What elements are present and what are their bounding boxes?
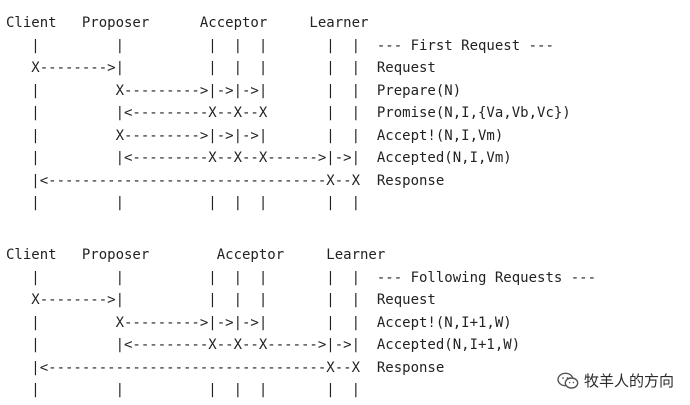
first-request-line-1: Client Proposer Acceptor Learner	[6, 15, 369, 31]
watermark-text: 牧羊人的方向	[583, 372, 674, 390]
following-requests-line-1: Client Proposer Acceptor Learner	[6, 247, 386, 263]
first-request-line-2: | | | | | | | --- First Request ---	[6, 37, 554, 54]
first-request-line-9: | | | | | | |	[6, 195, 361, 211]
first-request-line-6: | X--------->|->|->| | | Accept!(N,I,Vm)	[6, 127, 504, 144]
following-requests-line-7: | | | | | | |	[6, 382, 361, 398]
following-requests-line-5: | |<---------X--X--X------>|->| Accepted…	[6, 337, 521, 353]
first-request-line-5: | |<---------X--X--X | | Promise(N,I,{Va…	[6, 105, 571, 121]
following-requests-line-4: | X--------->|->|->| | | Accept!(N,I+1,W…	[6, 314, 512, 331]
first-request-line-8: |<---------------------------------X--X …	[6, 172, 445, 189]
first-request-line-7: | |<---------X--X--X------>|->| Accepted…	[6, 150, 512, 166]
first-request-line-3: X-------->| | | | | | Request	[6, 60, 436, 76]
following-requests-line-3: X-------->| | | | | | Request	[6, 292, 436, 308]
wechat-icon	[557, 372, 579, 389]
first-request-diagram: Client Proposer Acceptor Learner | | | |…	[6, 12, 571, 215]
following-requests-diagram: Client Proposer Acceptor Learner | | | |…	[6, 244, 596, 402]
watermark: 牧羊人的方向	[557, 370, 674, 391]
following-requests-line-2: | | | | | | | --- Following Requests ---	[6, 269, 597, 286]
first-request-line-4: | X--------->|->|->| | | Prepare(N)	[6, 82, 462, 99]
following-requests-line-6: |<---------------------------------X--X …	[6, 359, 445, 376]
